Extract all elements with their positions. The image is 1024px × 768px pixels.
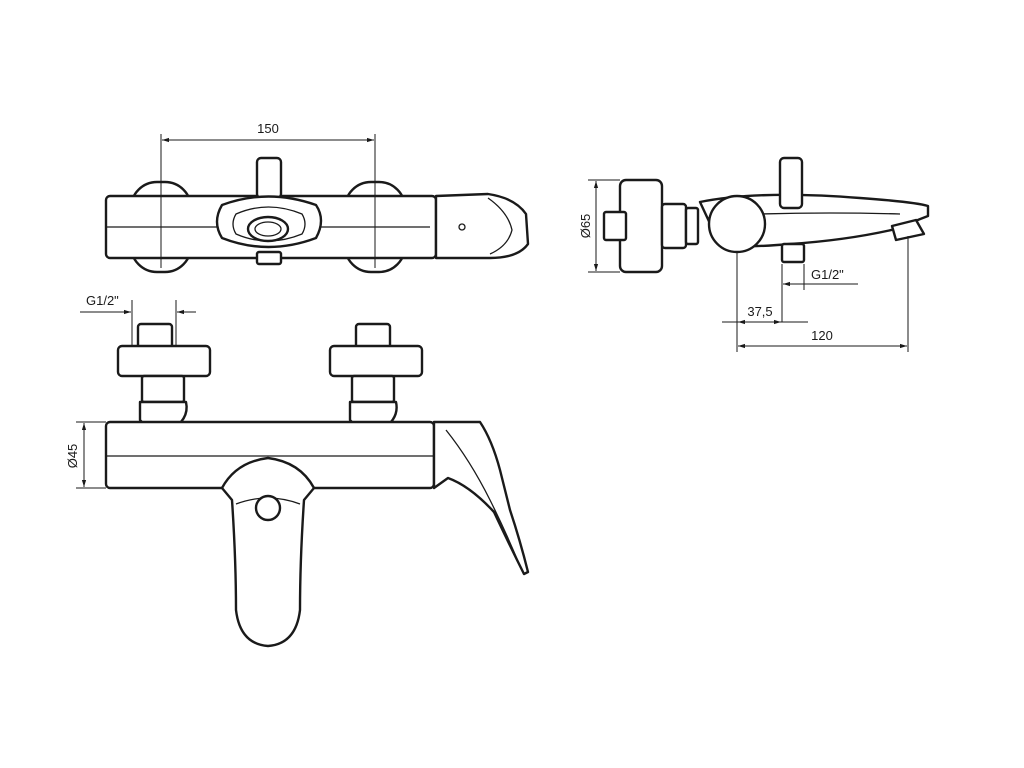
top-width-label: 150: [257, 121, 279, 136]
front-diameter-label: Ø45: [65, 444, 80, 469]
side-thread-label: G1/2": [811, 267, 844, 282]
side-view: Ø65 G1/2" 37,5 120: [578, 156, 930, 352]
side-projection-label: 120: [811, 328, 833, 343]
front-thread-label: G1/2": [86, 293, 119, 308]
side-offset-label: 37,5: [747, 304, 772, 319]
top-view: 150: [104, 121, 530, 274]
front-view: G1/2" Ø45: [65, 293, 530, 648]
side-diameter-label: Ø65: [578, 214, 593, 239]
